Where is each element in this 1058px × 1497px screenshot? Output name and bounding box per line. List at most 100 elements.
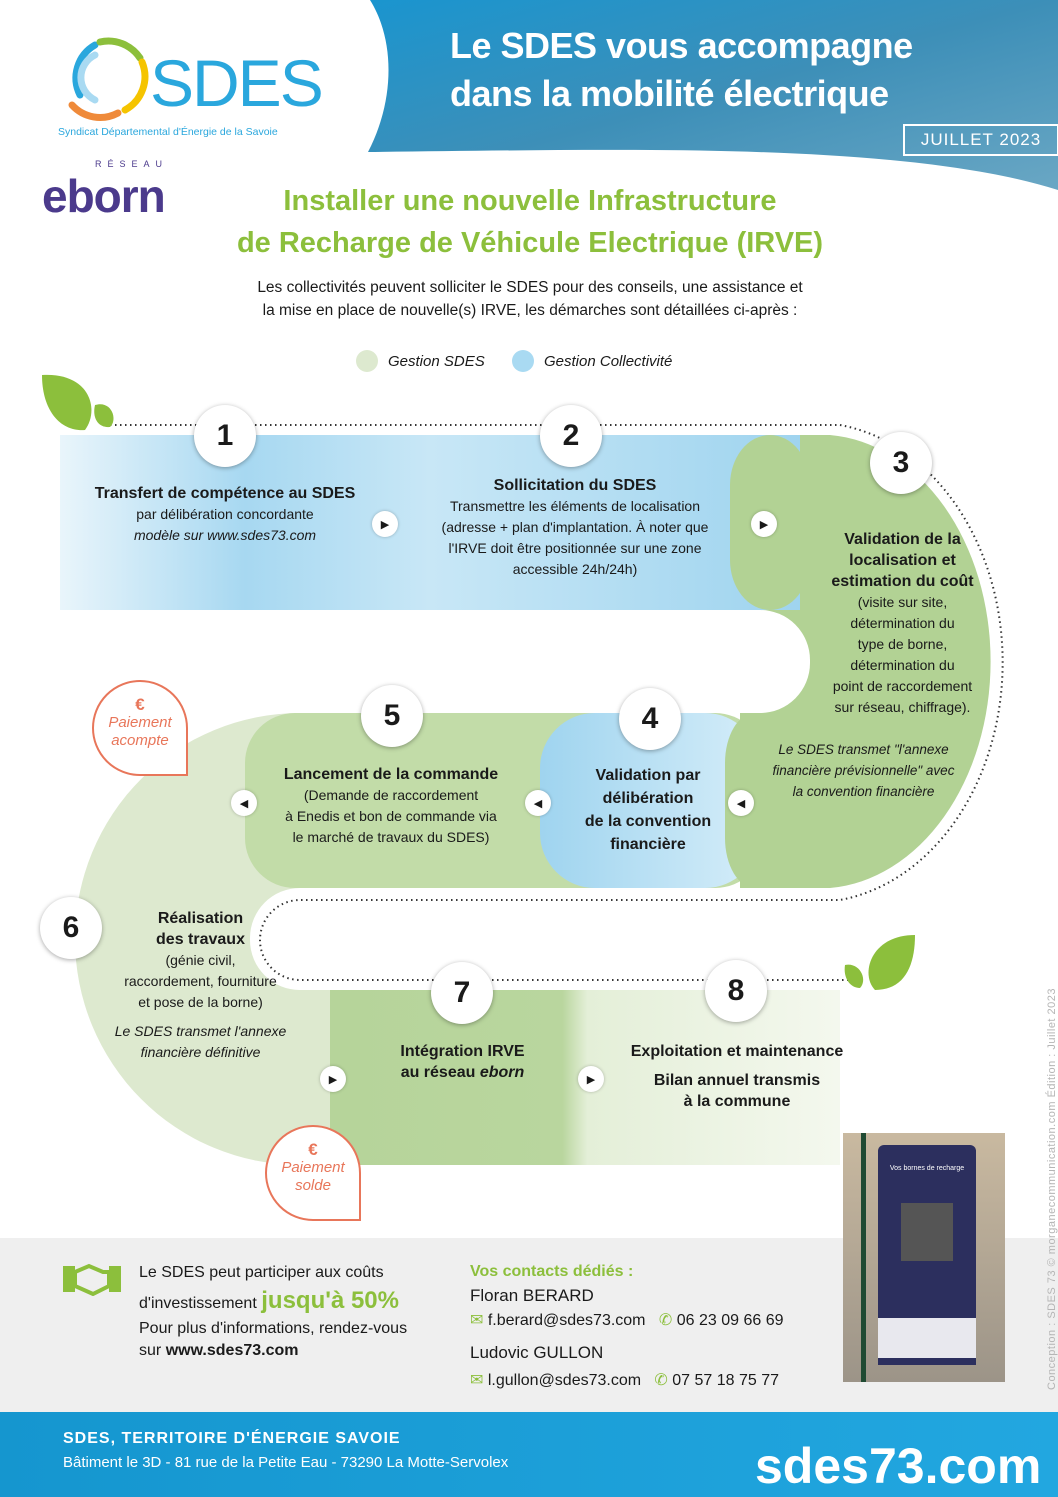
- step-title: estimation du coût: [831, 573, 974, 590]
- header-title-line1: Le SDES vous accompagne: [450, 25, 913, 66]
- step-title-eborn: eborn: [479, 1064, 525, 1081]
- footer-website[interactable]: sdes73.com: [755, 1438, 1042, 1494]
- header-title: Le SDES vous accompagne dans la mobilité…: [450, 22, 913, 118]
- step-title: localisation et: [849, 552, 956, 569]
- step-title: Réalisation: [157, 910, 244, 927]
- step-8: Exploitation et maintenance Bilan annuel…: [612, 1041, 862, 1112]
- step-1-number: 1: [194, 405, 256, 467]
- step-6: Réalisation des travaux (génie civil, ra…: [108, 908, 293, 1063]
- website-link[interactable]: www.sdes73.com: [165, 1342, 299, 1359]
- step-subtitle: Bilan annuel transmis: [653, 1072, 821, 1089]
- step-title: Sollicitation du SDES: [493, 477, 657, 494]
- euro-icon: €: [308, 1140, 318, 1159]
- step-title: au réseau: [400, 1064, 476, 1081]
- funding-text: Le SDES peut participer aux coûts: [139, 1264, 384, 1281]
- funding-text: sur: [139, 1342, 162, 1359]
- photo-caption: Vos bornes de recharge: [889, 1165, 965, 1172]
- step-text: type de borne,: [857, 636, 948, 652]
- step-text: à Enedis et bon de commande via: [285, 808, 497, 824]
- step-title: Lancement de la commande: [283, 766, 499, 783]
- arrow-left-icon: ◀: [231, 790, 257, 816]
- payment-balance-badge: € Paiement solde: [265, 1125, 361, 1221]
- step-4-number: 4: [619, 688, 681, 750]
- edition-date: JUILLET 2023: [903, 124, 1058, 156]
- step-title: délibération: [602, 790, 694, 807]
- mail-icon: ✉: [470, 1312, 484, 1329]
- step-text: sur réseau, chiffrage).: [834, 699, 971, 715]
- intro-text: Les collectivités peuvent solliciter le …: [180, 276, 880, 322]
- legend-swatch-blue: [512, 350, 534, 372]
- step-2: Sollicitation du SDES Transmettre les él…: [405, 475, 745, 580]
- contact-email[interactable]: l.gullon@sdes73.com: [487, 1372, 642, 1389]
- legend-sdes: Gestion SDES: [356, 350, 485, 372]
- footer-org: SDES, TERRITOIRE D'ÉNERGIE SAVOIE: [63, 1430, 401, 1447]
- step-title: Validation par: [595, 767, 701, 784]
- step-2-number: 2: [540, 405, 602, 467]
- step-subtitle: à la commune: [683, 1093, 791, 1110]
- arrow-right-icon: ▶: [320, 1066, 346, 1092]
- step-text: l'IRVE doit être positionnée sur une zon…: [448, 540, 702, 556]
- step-title: Transfert de compétence au SDES: [94, 485, 356, 502]
- heading-line1: Installer une nouvelle Infrastructure: [283, 185, 777, 217]
- step-text: détermination du: [850, 615, 955, 631]
- step-title: des travaux: [156, 931, 245, 948]
- step-6-number: 6: [40, 897, 102, 959]
- intro-line1: Les collectivités peuvent solliciter le …: [257, 279, 803, 296]
- contact-phone[interactable]: 07 57 18 75 77: [672, 1372, 780, 1389]
- euro-icon: €: [135, 695, 145, 714]
- funding-highlight: jusqu'à 50%: [261, 1287, 399, 1314]
- arrow-right-icon: ▶: [372, 511, 398, 537]
- charging-station-screen: [901, 1203, 953, 1261]
- contact-name: Ludovic GULLON: [470, 1343, 604, 1362]
- step-3: Validation de la localisation et estimat…: [815, 529, 990, 718]
- step-text: et pose de la borne): [138, 994, 263, 1010]
- payment-label: Paiement: [281, 1159, 345, 1176]
- step-8-number: 8: [705, 960, 767, 1022]
- arrow-left-icon: ◀: [728, 790, 754, 816]
- step-title: Validation de la: [844, 531, 961, 548]
- funding-text: Pour plus d'informations, rendez-vous: [139, 1320, 408, 1337]
- eborn-logo: eborn: [42, 170, 166, 222]
- step-text: par délibération concordante: [136, 506, 314, 522]
- legend-swatch-green: [356, 350, 378, 372]
- payment-label: Paiement: [108, 714, 172, 731]
- contact-email[interactable]: f.berard@sdes73.com: [487, 1312, 646, 1329]
- contact-phone[interactable]: 06 23 09 66 69: [676, 1312, 784, 1329]
- step-1: Transfert de compétence au SDES par déli…: [80, 483, 370, 546]
- step-note: modèle sur www.sdes73.com: [133, 527, 317, 543]
- funding-text: d'investissement: [139, 1295, 257, 1312]
- legend-label: Gestion Collectivité: [544, 352, 673, 370]
- step-5-number: 5: [361, 685, 423, 747]
- handshake-icon: [63, 1263, 121, 1296]
- step-4: Validation par délibération de la conven…: [570, 764, 726, 856]
- payment-label: acompte: [111, 732, 169, 749]
- contacts: Vos contacts dédiés : Floran BERARD ✉ f.…: [470, 1260, 783, 1394]
- arrow-right-icon: ▶: [578, 1066, 604, 1092]
- step-text: le marché de travaux du SDES): [292, 829, 490, 845]
- step-5: Lancement de la commande (Demande de rac…: [262, 764, 520, 848]
- step-note: la convention financière: [792, 784, 935, 799]
- charging-station-base: [878, 1318, 976, 1358]
- step-3-note: Le SDES transmet "l'annexe financière pr…: [756, 739, 971, 802]
- heading-line2: de Recharge de Véhicule Electrique (IRVE…: [236, 227, 824, 259]
- step-3-number: 3: [870, 432, 932, 494]
- phone-icon: ✆: [658, 1312, 673, 1329]
- phone-icon: ✆: [654, 1372, 668, 1389]
- arrow-left-icon: ◀: [525, 790, 551, 816]
- step-title: de la convention: [584, 813, 712, 830]
- contact-name: Floran BERARD: [470, 1286, 594, 1305]
- footer-address: Bâtiment le 3D - 81 rue de la Petite Eau…: [63, 1454, 509, 1471]
- mail-icon: ✉: [470, 1372, 484, 1389]
- step-text: raccordement, fourniture: [124, 973, 277, 989]
- step-note: financière prévisionnelle" avec: [772, 763, 955, 778]
- step-text: (adresse + plan d'implantation. À noter …: [441, 519, 709, 535]
- legend-label: Gestion SDES: [388, 352, 485, 370]
- step-note: financière définitive: [140, 1044, 261, 1060]
- page-heading: Installer une nouvelle Infrastructure de…: [200, 180, 860, 264]
- step-text: accessible 24h/24h): [512, 561, 638, 577]
- step-title: Intégration IRVE: [400, 1043, 525, 1060]
- step-title: Exploitation et maintenance: [630, 1043, 844, 1060]
- credit-text: Conception : SDES 73 © morganecommunicat…: [1046, 987, 1058, 1390]
- sdes-logo: SDES: [150, 46, 324, 120]
- step-text: détermination du: [850, 657, 955, 673]
